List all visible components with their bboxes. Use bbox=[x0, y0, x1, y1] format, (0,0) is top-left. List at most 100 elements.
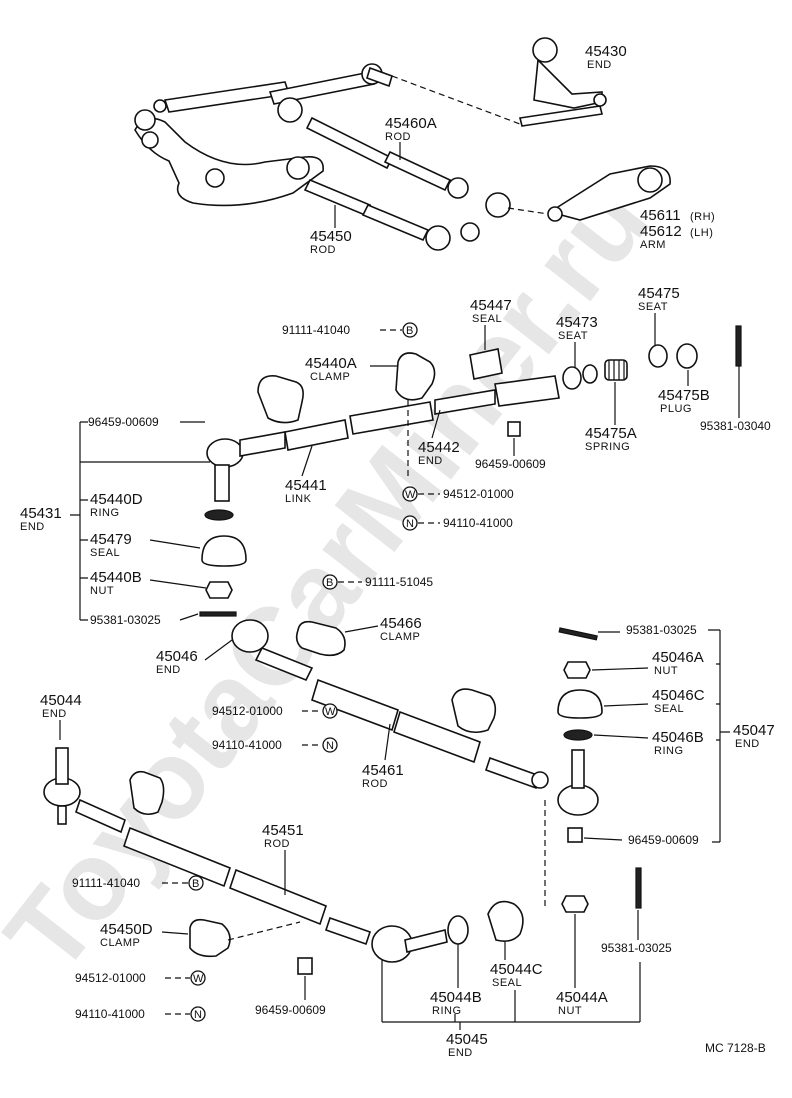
svg-text:NUT: NUT bbox=[558, 1005, 582, 1017]
label-45450D: 45450D CLAMP bbox=[100, 921, 189, 949]
svg-text:RING: RING bbox=[432, 1005, 462, 1017]
svg-text:SEAL: SEAL bbox=[492, 977, 522, 989]
svg-text:91111-41040: 91111-41040 bbox=[72, 876, 140, 890]
svg-text:ROD: ROD bbox=[362, 778, 388, 790]
label-94110-41000-c: 94110-41000 N bbox=[75, 1006, 206, 1022]
svg-text:45466: 45466 bbox=[380, 615, 422, 632]
label-96459-00609-b: 96459-00609 bbox=[475, 438, 546, 471]
label-45044A: 45044A NUT bbox=[556, 914, 608, 1017]
svg-text:END: END bbox=[587, 59, 612, 71]
label-45046A: 45046A NUT bbox=[591, 649, 704, 677]
svg-text:96459-00609: 96459-00609 bbox=[88, 415, 159, 429]
label-95381-03025-b: 95381-03025 bbox=[598, 623, 697, 637]
svg-text:SEAT: SEAT bbox=[638, 301, 668, 313]
svg-text:NUT: NUT bbox=[654, 665, 678, 677]
label-45046B: 45046B RING bbox=[593, 729, 704, 757]
svg-text:45451: 45451 bbox=[262, 822, 304, 839]
rod-45451-assembly bbox=[43, 747, 642, 975]
svg-text:END: END bbox=[20, 521, 45, 533]
svg-text:W: W bbox=[405, 489, 416, 501]
svg-text:END: END bbox=[156, 664, 181, 676]
label-45451: 45451 ROD bbox=[262, 822, 304, 895]
svg-text:95381-03025: 95381-03025 bbox=[601, 941, 672, 955]
label-94512-01000-a: W 94512-01000 bbox=[402, 486, 514, 502]
label-45046C: 45046C SEAL bbox=[603, 687, 705, 715]
label-45461: 45461 ROD bbox=[362, 723, 404, 790]
diagram-code: MC 7128-B bbox=[705, 1041, 766, 1055]
svg-text:94512-01000: 94512-01000 bbox=[443, 487, 514, 501]
label-45475A: 45475A SPRING bbox=[585, 382, 637, 453]
steering-linkage-overview bbox=[134, 37, 671, 251]
label-91111-51045: B 91111-51045 bbox=[322, 574, 433, 590]
svg-text:45473: 45473 bbox=[556, 314, 598, 331]
svg-text:95381-03040: 95381-03040 bbox=[700, 419, 771, 433]
svg-text:(LH): (LH) bbox=[690, 227, 713, 239]
svg-text:96459-00609: 96459-00609 bbox=[628, 833, 699, 847]
label-45442: 45442 END bbox=[418, 409, 460, 467]
svg-text:94110-41000: 94110-41000 bbox=[75, 1007, 145, 1021]
label-45475B: 45475B PLUG bbox=[658, 370, 710, 415]
svg-text:45442: 45442 bbox=[418, 439, 460, 456]
svg-text:W: W bbox=[325, 706, 336, 718]
svg-text:B: B bbox=[406, 325, 414, 337]
svg-text:45045: 45045 bbox=[446, 1031, 488, 1048]
svg-text:SEAL: SEAL bbox=[472, 313, 502, 325]
svg-text:LINK: LINK bbox=[285, 493, 312, 505]
label-91111-41040-a: 91111-41040 B bbox=[282, 322, 418, 338]
svg-text:N: N bbox=[194, 1009, 202, 1021]
svg-text:94512-01000: 94512-01000 bbox=[212, 704, 283, 718]
svg-text:END: END bbox=[448, 1047, 473, 1059]
svg-text:B: B bbox=[192, 878, 200, 890]
label-96459-00609-a: 96459-00609 bbox=[88, 415, 205, 429]
svg-text:SEAT: SEAT bbox=[558, 330, 588, 342]
label-45046: 45046 END bbox=[156, 639, 233, 676]
svg-text:CLAMP: CLAMP bbox=[310, 371, 350, 383]
svg-text:45611: 45611 bbox=[640, 207, 681, 224]
label-45440B: 45440B NUT bbox=[90, 569, 207, 597]
label-95381-03025-c: 95381-03025 bbox=[601, 910, 672, 955]
svg-text:45479: 45479 bbox=[90, 531, 132, 548]
link-assembly bbox=[199, 325, 742, 682]
svg-text:96459-00609: 96459-00609 bbox=[475, 457, 546, 471]
label-45044-upper: 45044 END bbox=[40, 692, 82, 740]
svg-text:45047: 45047 bbox=[733, 722, 775, 739]
svg-text:45044B: 45044B bbox=[430, 989, 482, 1006]
svg-text:45475: 45475 bbox=[638, 285, 680, 302]
svg-text:45431: 45431 bbox=[20, 505, 62, 522]
svg-text:45612: 45612 bbox=[640, 223, 682, 240]
svg-text:CLAMP: CLAMP bbox=[100, 937, 140, 949]
bracket-45047: 45047 END bbox=[708, 629, 775, 843]
svg-text:45460A: 45460A bbox=[385, 115, 437, 132]
svg-text:45044A: 45044A bbox=[556, 989, 608, 1006]
label-45044B: 45044B RING bbox=[430, 944, 482, 1017]
label-45447: 45447 SEAL bbox=[470, 297, 512, 350]
svg-text:45450D: 45450D bbox=[100, 921, 153, 938]
svg-text:45475B: 45475B bbox=[658, 387, 710, 404]
svg-text:B: B bbox=[326, 577, 334, 589]
label-95381-03025-a: 95381-03025 bbox=[90, 613, 199, 627]
svg-text:SEAL: SEAL bbox=[90, 547, 120, 559]
svg-text:45450: 45450 bbox=[310, 228, 352, 245]
bracket-45045: 45045 END bbox=[381, 960, 641, 1059]
label-94110-41000-b: 94110-41000 N bbox=[212, 737, 338, 753]
label-45473: 45473 SEAT bbox=[556, 314, 598, 368]
svg-text:95381-03025: 95381-03025 bbox=[90, 613, 161, 627]
label-94512-01000-c: 94512-01000 W bbox=[75, 970, 206, 986]
svg-text:NUT: NUT bbox=[90, 585, 114, 597]
svg-text:W: W bbox=[193, 973, 204, 985]
svg-text:45044C: 45044C bbox=[490, 961, 543, 978]
label-45611-45612: 45611 (RH) 45612 (LH) ARM bbox=[640, 207, 715, 251]
svg-text:96459-00609: 96459-00609 bbox=[255, 1003, 326, 1017]
label-45466: 45466 CLAMP bbox=[344, 615, 422, 643]
label-45044C: 45044C SEAL bbox=[490, 942, 543, 989]
svg-text:45447: 45447 bbox=[470, 297, 512, 314]
label-45440A: 45440A CLAMP bbox=[305, 355, 398, 383]
svg-text:45046C: 45046C bbox=[652, 687, 705, 704]
svg-text:94110-41000: 94110-41000 bbox=[212, 738, 282, 752]
label-45475: 45475 SEAT bbox=[638, 285, 680, 345]
svg-text:45461: 45461 bbox=[362, 762, 404, 779]
svg-text:CLAMP: CLAMP bbox=[380, 631, 420, 643]
svg-text:SEAL: SEAL bbox=[654, 703, 684, 715]
label-96459-00609-d: 96459-00609 bbox=[255, 976, 326, 1017]
